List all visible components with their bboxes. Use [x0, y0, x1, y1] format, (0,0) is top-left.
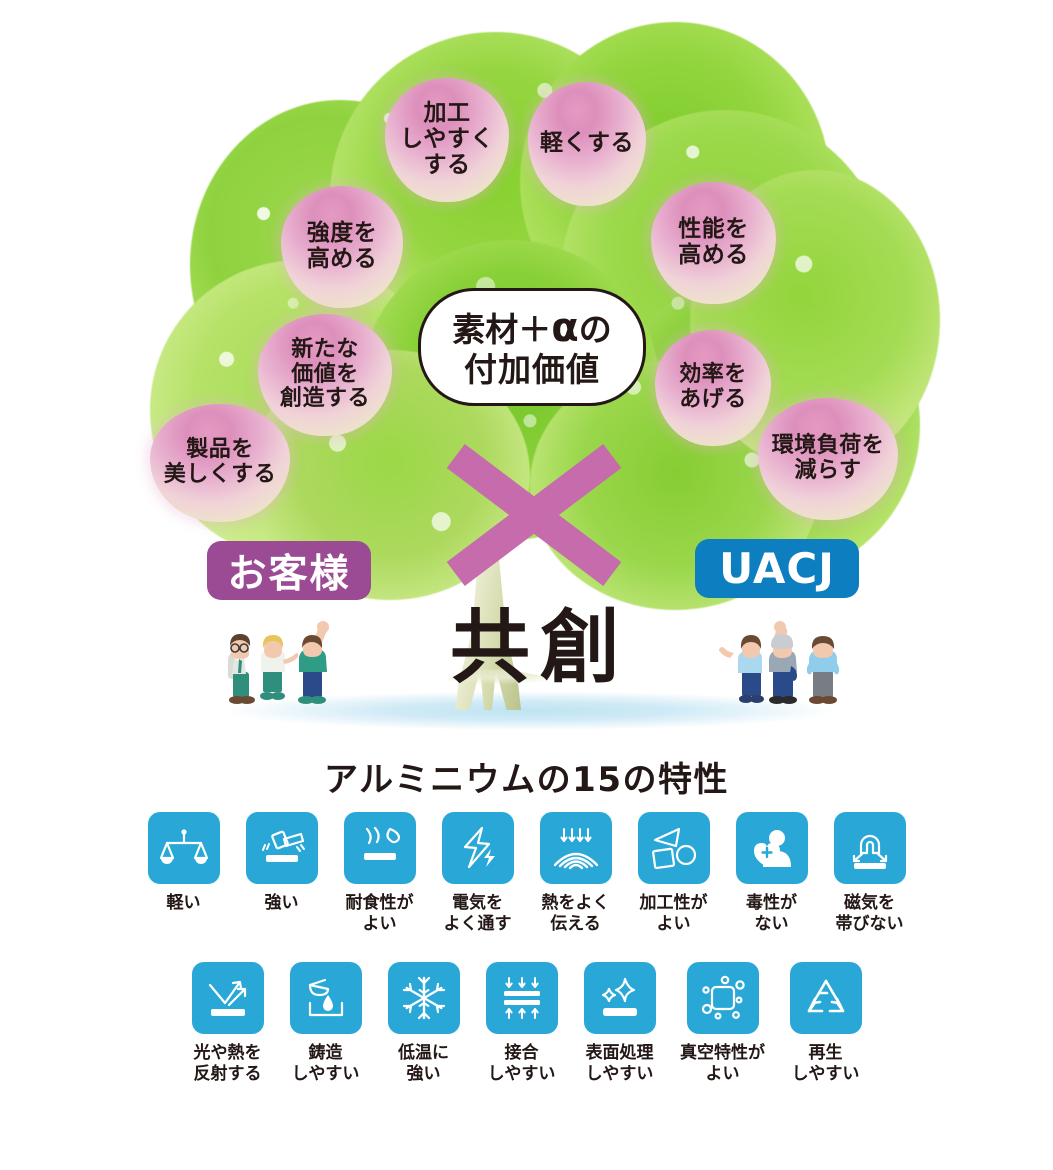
- fruit-label: 軽くする: [540, 130, 634, 157]
- property-item-lowtemp[interactable]: 低温に 強い: [386, 962, 462, 1084]
- property-caption: 軽い: [166, 893, 201, 913]
- people-group-customers: [215, 608, 345, 712]
- center-bubble-line2: 付加価値: [464, 350, 600, 390]
- property-item-surface[interactable]: 表面処理 しやすい: [582, 962, 658, 1084]
- lightning-bolt-icon: [441, 812, 514, 884]
- property-item-casting[interactable]: 鋳造 しやすい: [288, 962, 364, 1084]
- balance-scale-icon: [147, 812, 220, 884]
- center-bubble-line1: 素材＋αの: [452, 305, 611, 351]
- properties-section-title: アルミニウムの15の特性: [324, 760, 729, 800]
- property-caption: 接合 しやすい: [487, 1043, 556, 1084]
- properties-row-2: 光や熱を 反射する 鋳造 しやすい: [0, 962, 1053, 1084]
- center-bubble-line1-a: 素材＋: [452, 309, 552, 349]
- center-value-bubble: 素材＋αの 付加価値: [418, 288, 646, 406]
- fruit-label: 新たな 価値を 創造する: [279, 337, 370, 412]
- property-caption: 表面処理 しやすい: [585, 1043, 654, 1084]
- property-item-formability[interactable]: 加工性が よい: [636, 812, 712, 934]
- property-caption: 磁気を 帯びない: [835, 893, 904, 934]
- fruit-seihin: 製品を 美しくする: [150, 404, 290, 522]
- property-caption: 低温に 強い: [398, 1043, 449, 1084]
- fruit-kouritsu: 効率を あげる: [655, 330, 771, 446]
- sparkle-surface-icon: [583, 962, 656, 1034]
- property-caption: 真空特性が よい: [680, 1043, 765, 1084]
- property-item-light[interactable]: 軽い: [146, 812, 222, 914]
- joining-press-icon: [485, 962, 558, 1034]
- property-item-joining[interactable]: 接合 しやすい: [484, 962, 560, 1084]
- fruit-label: 加工 しやすく する: [400, 100, 494, 178]
- shapes-forming-icon: [637, 812, 710, 884]
- tree-illustration: 加工 しやすく する 軽くする 強度を 高める 性能を 高める 新たな 価値を …: [150, 22, 940, 736]
- fruit-kakou: 加工 しやすく する: [385, 78, 509, 202]
- property-item-nontoxic[interactable]: 毒性が ない: [734, 812, 810, 934]
- snowflake-icon: [387, 962, 460, 1034]
- kyoso-label: 共創: [450, 601, 630, 694]
- hammer-impact-icon: [245, 812, 318, 884]
- badge-customer-label: お客様: [227, 551, 351, 597]
- fruit-karuku: 軽くする: [528, 82, 646, 206]
- people-group-uacj: [718, 608, 848, 712]
- person-heart-plus-icon: [735, 812, 808, 884]
- property-item-heat[interactable]: 熱をよく 伝える: [538, 812, 614, 934]
- customers-illustration: [228, 621, 329, 704]
- fruit-aratana: 新たな 価値を 創造する: [258, 314, 392, 436]
- fruit-label: 環境負荷を 減らす: [771, 433, 885, 483]
- badge-customer: お客様: [207, 541, 371, 600]
- water-droplet-repel-icon: [343, 812, 416, 884]
- fruit-kankyou: 環境負荷を 減らす: [758, 398, 898, 520]
- badge-uacj-label: UACJ: [719, 544, 835, 593]
- property-caption: 耐食性が よい: [345, 893, 414, 934]
- vacuum-chamber-icon: [686, 962, 759, 1034]
- property-item-reflect[interactable]: 光や熱を 反射する: [190, 962, 266, 1084]
- fruit-label: 性能を 高める: [678, 216, 749, 268]
- magnet-icon: [833, 812, 906, 884]
- property-item-vacuum[interactable]: 真空特性が よい: [680, 962, 766, 1084]
- uacj-staff-illustration: [719, 621, 840, 704]
- cross-multiply-icon: [445, 444, 623, 586]
- property-caption: 加工性が よい: [639, 893, 708, 934]
- property-item-strong[interactable]: 強い: [244, 812, 320, 914]
- fruit-kyoudo: 強度を 高める: [281, 186, 403, 308]
- property-caption: 熱をよく 伝える: [541, 893, 610, 934]
- casting-pour-icon: [289, 962, 362, 1034]
- recycle-icon: [789, 962, 862, 1034]
- reflect-rays-icon: [191, 962, 264, 1034]
- property-caption: 電気を よく通す: [443, 893, 512, 934]
- property-item-recycle[interactable]: 再生 しやすい: [788, 962, 864, 1084]
- property-item-nonmagnetic[interactable]: 磁気を 帯びない: [832, 812, 908, 934]
- fruit-label: 製品を 美しくする: [163, 437, 277, 487]
- property-caption: 毒性が ない: [746, 893, 797, 934]
- properties-row-1: 軽い 強い: [0, 812, 1053, 934]
- property-caption: 再生 しやすい: [791, 1043, 860, 1084]
- property-caption: 光や熱を 反射する: [193, 1043, 262, 1084]
- property-item-electric[interactable]: 電気を よく通す: [440, 812, 516, 934]
- property-caption: 鋳造 しやすい: [291, 1043, 360, 1084]
- property-caption: 強い: [264, 893, 299, 913]
- property-item-corrosion[interactable]: 耐食性が よい: [342, 812, 418, 934]
- badge-uacj: UACJ: [695, 539, 859, 598]
- heat-waves-icon: [539, 812, 612, 884]
- alpha-symbol: α: [551, 304, 579, 351]
- fruit-seinou: 性能を 高める: [651, 182, 776, 304]
- center-bubble-line1-b: の: [578, 309, 612, 349]
- fruit-label: 効率を あげる: [679, 362, 747, 412]
- fruit-label: 強度を 高める: [306, 220, 378, 272]
